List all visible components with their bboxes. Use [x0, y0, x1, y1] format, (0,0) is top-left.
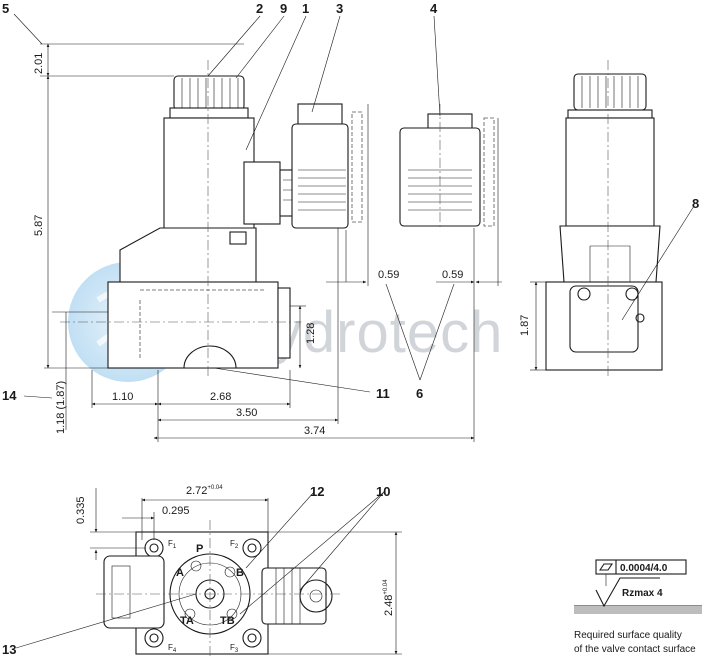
callout-2: 2 — [256, 1, 263, 16]
port-labels: P A B TA TB F1 F2 F3 F4 — [168, 539, 244, 654]
side-view — [60, 60, 300, 378]
dim-2-01: 2.01 — [33, 53, 45, 74]
solenoid-coil — [163, 117, 255, 231]
callout-9: 9 — [280, 1, 287, 16]
roughness-symbol — [595, 577, 660, 608]
dim-0-295: 0.295 — [162, 505, 190, 517]
top-view — [96, 520, 340, 659]
end-view-nut — [573, 73, 647, 111]
fixing-f2: F2 — [230, 539, 239, 550]
end-view-coil — [565, 117, 655, 227]
dim-2-72: 2.72+0.04 — [186, 485, 223, 497]
dimension-labels: 2.01 5.87 1.18 (1.87) 1.10 2.68 3.50 3.7… — [33, 53, 531, 616]
callout-1: 1 — [302, 1, 309, 16]
port-tb: TB — [220, 615, 235, 627]
armature-tube — [119, 227, 257, 283]
dim-3-74: 3.74 — [304, 425, 325, 437]
dimension-lines — [40, 43, 546, 655]
dim-2-48: 2.48+0.04 — [383, 579, 395, 616]
end-view — [545, 60, 663, 378]
callout-5: 5 — [2, 1, 9, 16]
surface-caption-line2: of the valve contact surface — [574, 644, 696, 655]
connector-views — [291, 103, 495, 230]
dim-2-68: 2.68 — [210, 391, 231, 403]
callout-11: 11 — [376, 386, 390, 401]
callout-14: 14 — [2, 388, 17, 403]
dim-0-59-right: 0.59 — [442, 269, 463, 281]
coil-connector — [243, 161, 281, 225]
callout-10: 10 — [376, 484, 390, 499]
port-ta: TA — [180, 615, 194, 627]
callout-8: 8 — [692, 196, 699, 211]
dim-1-10: 1.10 — [112, 391, 133, 403]
surface-quality: 0.0004/4.0 Rzmax 4 Required surface qual… — [574, 559, 702, 655]
plug-connector-side — [291, 123, 349, 229]
fixing-f4: F4 — [168, 643, 177, 654]
port-a: A — [176, 567, 184, 579]
dim-1-87: 1.87 — [519, 315, 531, 336]
callout-6: 6 — [416, 386, 423, 401]
fixing-f3: F3 — [230, 643, 239, 654]
flatness-frame — [595, 559, 687, 575]
plug-top — [261, 567, 327, 625]
leader-lines — [13, 13, 695, 649]
dim-0-335: 0.335 — [75, 496, 87, 524]
surface-caption-line1: Required surface quality — [574, 630, 682, 641]
flatness-icon — [598, 563, 614, 571]
port-p: P — [196, 543, 203, 555]
knurled-nut — [173, 75, 245, 111]
callout-13: 13 — [2, 642, 16, 657]
dim-1-18: 1.18 (1.87) — [55, 381, 67, 434]
dim-0-59-left: 0.59 — [378, 269, 399, 281]
callout-3: 3 — [336, 1, 343, 16]
flatness-value: 0.0004/4.0 — [620, 563, 668, 574]
dim-1-28: 1.28 — [305, 323, 317, 344]
dim-5-87: 5.87 — [33, 215, 45, 236]
dim-3-50: 3.50 — [236, 407, 257, 419]
callout-4: 4 — [430, 1, 438, 16]
port-b: B — [236, 567, 244, 579]
fixing-f1: F1 — [168, 539, 177, 550]
roughness-value: Rzmax 4 — [622, 588, 663, 599]
callout-12: 12 — [310, 484, 324, 499]
bore-section — [183, 345, 237, 369]
